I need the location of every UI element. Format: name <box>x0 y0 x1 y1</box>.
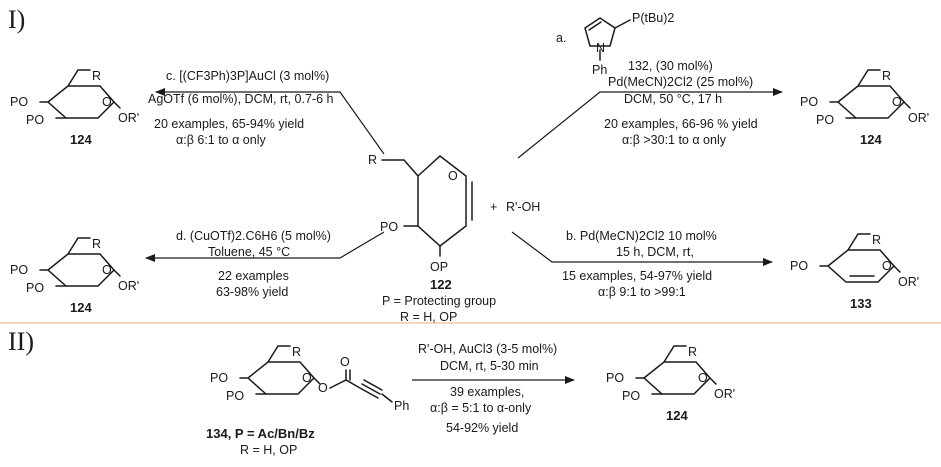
ring-oxygen: O <box>448 169 458 183</box>
svg-text:PO: PO <box>210 371 228 385</box>
svg-text:R: R <box>92 69 101 83</box>
svg-text:R: R <box>882 69 891 83</box>
ligand-phosphine: P(tBu)2 <box>632 11 674 25</box>
product-124-route-c: R O PO PO OR' 124 <box>10 69 139 147</box>
route-d-examples: 22 examples <box>218 269 289 283</box>
route-c-yield: 20 examples, 65-94% yield <box>154 117 304 131</box>
product-133: R O PO OR' 133 <box>790 233 919 311</box>
svg-text:PO: PO <box>816 113 834 127</box>
route-a-letter: a. <box>556 31 566 45</box>
svg-text:O: O <box>340 355 350 369</box>
svg-text:PO: PO <box>622 389 640 403</box>
product-124-route-a: R O PO PO OR' 124 <box>800 69 929 147</box>
route-a-catalyst: Pd(MeCN)2Cl2 (25 mol%) <box>608 75 753 89</box>
svg-text:PO: PO <box>606 371 624 385</box>
route-d-conditions: Toluene, 45 °C <box>208 245 290 259</box>
compound-number-134: 134, P = Ac/Bn/Bz <box>206 426 315 441</box>
section-label-1: I) <box>8 5 25 34</box>
svg-text:124: 124 <box>666 408 688 423</box>
svg-text:PO: PO <box>10 95 28 109</box>
svg-text:O: O <box>698 371 708 385</box>
svg-text:R: R <box>292 345 301 359</box>
arrow-route-c <box>155 88 385 155</box>
svg-text:OR': OR' <box>898 275 919 289</box>
route-a-yield: 20 examples, 66-96 % yield <box>604 117 758 131</box>
route-c-catalyst: c. [(CF3Ph)3P]AuCl (3 mol%) <box>166 69 329 83</box>
svg-text:O: O <box>882 259 892 273</box>
route-a-selectivity: α:β >30:1 to α only <box>622 133 727 147</box>
svg-text:124: 124 <box>860 132 882 147</box>
svg-text:PO: PO <box>26 281 44 295</box>
compound-134-r-def: R = H, OP <box>240 443 297 457</box>
route-a-ligand: 132, (30 mol%) <box>628 59 713 73</box>
svg-text:124: 124 <box>70 132 92 147</box>
r-definition: R = H, OP <box>400 310 457 324</box>
svg-text:PO: PO <box>226 389 244 403</box>
svg-text:O: O <box>102 263 112 277</box>
svg-text:R: R <box>872 233 881 247</box>
route-c-selectivity: α:β 6:1 to α only <box>176 133 266 147</box>
svg-text:Ph: Ph <box>394 399 409 413</box>
part2-yield: 54-92% yield <box>446 421 518 435</box>
product-124-part-2: R O PO PO OR' 124 <box>606 345 735 423</box>
part2-examples: 39 examples, <box>450 385 524 399</box>
svg-text:PO: PO <box>790 259 808 273</box>
svg-text:OR': OR' <box>908 111 929 125</box>
pyrrole-nitrogen: N <box>596 41 605 55</box>
part2-conditions: DCM, rt, 5-30 min <box>440 359 539 373</box>
route-b-yield: 15 examples, 54-97% yield <box>562 269 712 283</box>
svg-text:PO: PO <box>800 95 818 109</box>
plus-sign: + <box>490 200 497 214</box>
section-label-2: II) <box>8 327 34 356</box>
svg-text:OR': OR' <box>714 387 735 401</box>
compound-134: R O PO PO O O Ph 134, P = Ac/Bn/Bz R = H… <box>206 345 409 457</box>
product-124-route-d: R O PO PO OR' 124 <box>10 237 139 315</box>
svg-text:PO: PO <box>26 113 44 127</box>
route-d-yield: 63-98% yield <box>216 285 288 299</box>
substituent-op: OP <box>430 260 448 274</box>
compound-number-122: 122 <box>430 277 452 292</box>
route-a-conditions: DCM, 50 °C, 17 h <box>624 92 722 106</box>
svg-text:O: O <box>102 95 112 109</box>
svg-text:PO: PO <box>10 263 28 277</box>
alcohol-reagent: R'-OH <box>506 200 540 214</box>
pyrrole-ligand-132: N P(tBu)2 Ph <box>584 11 674 77</box>
route-d-catalyst: d. (CuOTf)2.C6H6 (5 mol%) <box>176 229 331 243</box>
svg-text:124: 124 <box>70 300 92 315</box>
ligand-phenyl: Ph <box>592 63 607 77</box>
route-b-catalyst: b. Pd(MeCN)2Cl2 10 mol% <box>566 229 717 243</box>
substituent-po: PO <box>380 220 398 234</box>
route-b-conditions: 15 h, DCM, rt, <box>616 245 694 259</box>
svg-text:R: R <box>688 345 697 359</box>
route-c-conditions: AgOTf (6 mol%), DCM, rt, 0.7-6 h <box>148 92 334 106</box>
svg-text:R: R <box>92 237 101 251</box>
compound-122: O R PO OP + R'-OH 122 P = Protecting gro… <box>368 153 540 324</box>
route-b-selectivity: α:β 9:1 to >99:1 <box>598 285 686 299</box>
part2-selectivity: α:β = 5:1 to α-only <box>430 401 532 415</box>
part2-reagent: R'-OH, AuCl3 (3-5 mol%) <box>418 342 557 356</box>
svg-text:O: O <box>302 371 312 385</box>
p-definition: P = Protecting group <box>382 294 496 308</box>
svg-text:133: 133 <box>850 296 872 311</box>
svg-text:O: O <box>892 95 902 109</box>
svg-text:O: O <box>318 381 328 395</box>
svg-text:OR': OR' <box>118 111 139 125</box>
svg-text:OR': OR' <box>118 279 139 293</box>
arrow-route-b <box>511 231 773 266</box>
arrow-route-a <box>517 88 783 159</box>
substituent-r: R <box>368 153 377 167</box>
arrow-route-d <box>145 231 385 262</box>
